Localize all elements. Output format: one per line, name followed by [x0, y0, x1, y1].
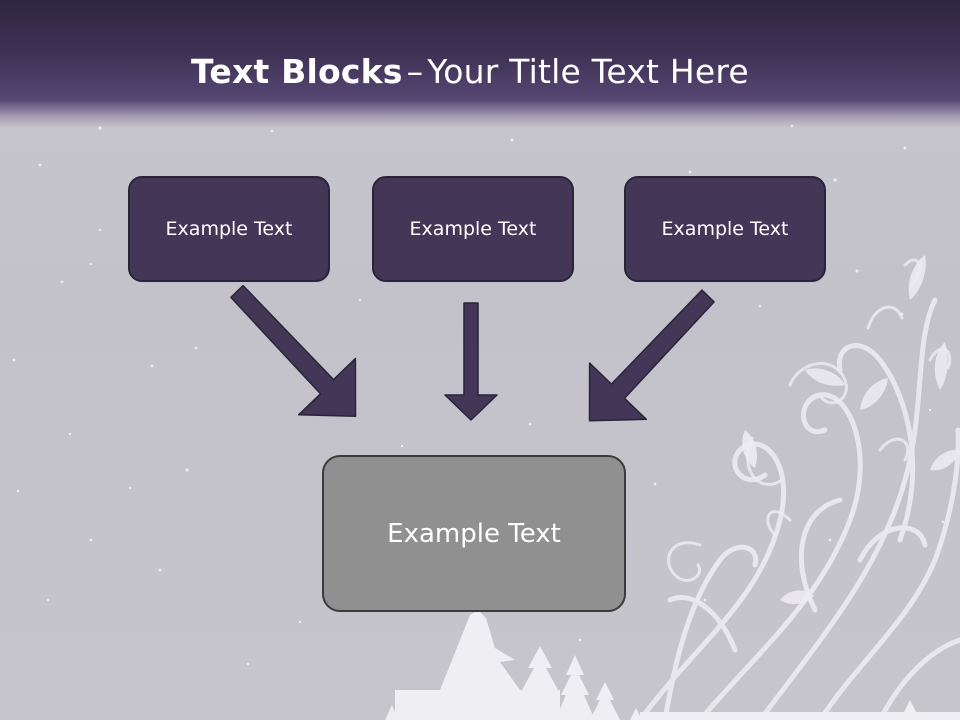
slide-title: Text Blocks–Your Title Text Here — [0, 52, 940, 91]
text-block-2[interactable]: Example Text — [372, 176, 574, 282]
text-block-3[interactable]: Example Text — [624, 176, 826, 282]
title-bold: Text Blocks — [191, 52, 403, 91]
result-block-label: Example Text — [387, 518, 561, 549]
title-separator: – — [406, 52, 424, 91]
snow-dots — [12, 124, 945, 666]
result-block[interactable]: Example Text — [322, 455, 626, 612]
tree-silhouette — [385, 610, 960, 720]
arrow-down-icon — [444, 302, 498, 421]
text-block-3-label: Example Text — [661, 218, 789, 240]
arrow-down-right-icon — [230, 284, 357, 418]
text-block-1[interactable]: Example Text — [128, 176, 330, 282]
arrow-down-left-icon — [588, 289, 715, 422]
text-block-2-label: Example Text — [409, 218, 537, 240]
title-rest: Your Title Text Here — [427, 52, 749, 91]
title-bar — [0, 0, 960, 128]
text-block-1-label: Example Text — [165, 218, 293, 240]
